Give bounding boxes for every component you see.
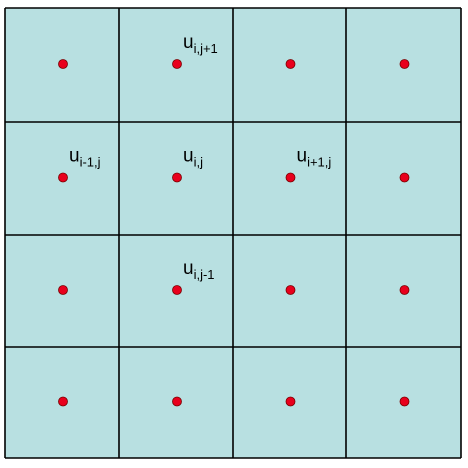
label-u-i-jp1: ui,j+1: [183, 32, 218, 56]
label-subscript: i,j+1: [194, 41, 218, 56]
cell-center-dot-r3-c2: [285, 396, 296, 407]
label-base: u: [183, 32, 194, 53]
cell-center-dot-r2-c2: [285, 285, 296, 295]
label-base: u: [69, 146, 80, 167]
cell-center-dot-r0-c3: [399, 59, 410, 69]
cell-center-dot-r2-c0: [58, 285, 68, 295]
label-u-i-j: ui,j: [183, 146, 203, 170]
label-subscript: i-1,j: [80, 155, 101, 170]
cell-center-dot-r2-c3: [399, 285, 410, 295]
label-subscript: i+1,j: [307, 155, 331, 170]
cell-center-dot-r3-c3: [399, 396, 410, 407]
cell-center-dot-r0-c1: [172, 59, 182, 69]
cell-center-dot-r1-c1: [172, 172, 182, 183]
cell-center-dot-r2-c1: [172, 285, 182, 295]
label-u-ip1-j: ui+1,j: [297, 146, 332, 170]
cell-center-dot-r1-c0: [58, 172, 68, 183]
label-u-i-jm1: ui,j-1: [183, 258, 215, 282]
cell-center-dot-r0-c0: [58, 59, 68, 69]
cell-center-dot-r1-c2: [285, 172, 296, 183]
cell-center-dot-r3-c1: [172, 396, 182, 407]
label-u-im1-j: ui-1,j: [69, 146, 101, 170]
cell-center-dot-r3-c0: [58, 396, 68, 407]
label-base: u: [297, 146, 308, 167]
label-subscript: i,j-1: [194, 267, 215, 282]
label-subscript: i,j: [194, 155, 204, 170]
label-base: u: [183, 146, 194, 167]
cell-center-dot-r1-c3: [399, 172, 410, 183]
cell-center-dot-r0-c2: [285, 59, 296, 69]
label-base: u: [183, 258, 194, 279]
